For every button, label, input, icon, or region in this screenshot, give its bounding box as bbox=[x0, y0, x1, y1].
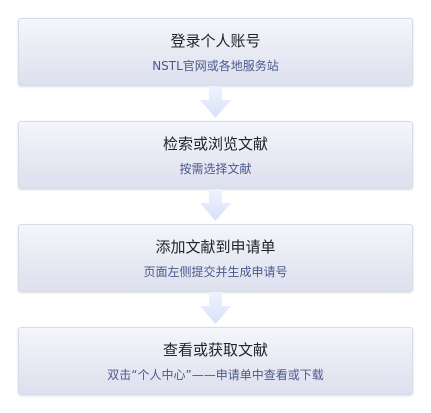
step-title: 查看或获取文献 bbox=[162, 341, 268, 359]
step-view-or-get: 查看或获取文献 双击“个人中心”——申请单中查看或下载 bbox=[18, 327, 413, 395]
step-title: 添加文献到申请单 bbox=[155, 238, 276, 256]
arrow-down-icon bbox=[200, 189, 231, 221]
step-subtitle: NSTL官网或各地服务站 bbox=[152, 59, 279, 73]
step-subtitle: 双击“个人中心”——申请单中查看或下载 bbox=[107, 368, 324, 382]
step-subtitle: 按需选择文献 bbox=[179, 162, 252, 176]
step-subtitle: 页面左侧提交并生成申请号 bbox=[143, 265, 288, 279]
step-search: 检索或浏览文献 按需选择文献 bbox=[18, 121, 413, 189]
step-add-to-request: 添加文献到申请单 页面左侧提交并生成申请号 bbox=[18, 224, 413, 292]
step-title: 检索或浏览文献 bbox=[162, 135, 268, 153]
arrow-down-icon bbox=[200, 292, 231, 324]
step-login: 登录个人账号 NSTL官网或各地服务站 bbox=[18, 18, 413, 86]
arrow-down-icon bbox=[200, 86, 231, 118]
step-title: 登录个人账号 bbox=[170, 32, 261, 50]
